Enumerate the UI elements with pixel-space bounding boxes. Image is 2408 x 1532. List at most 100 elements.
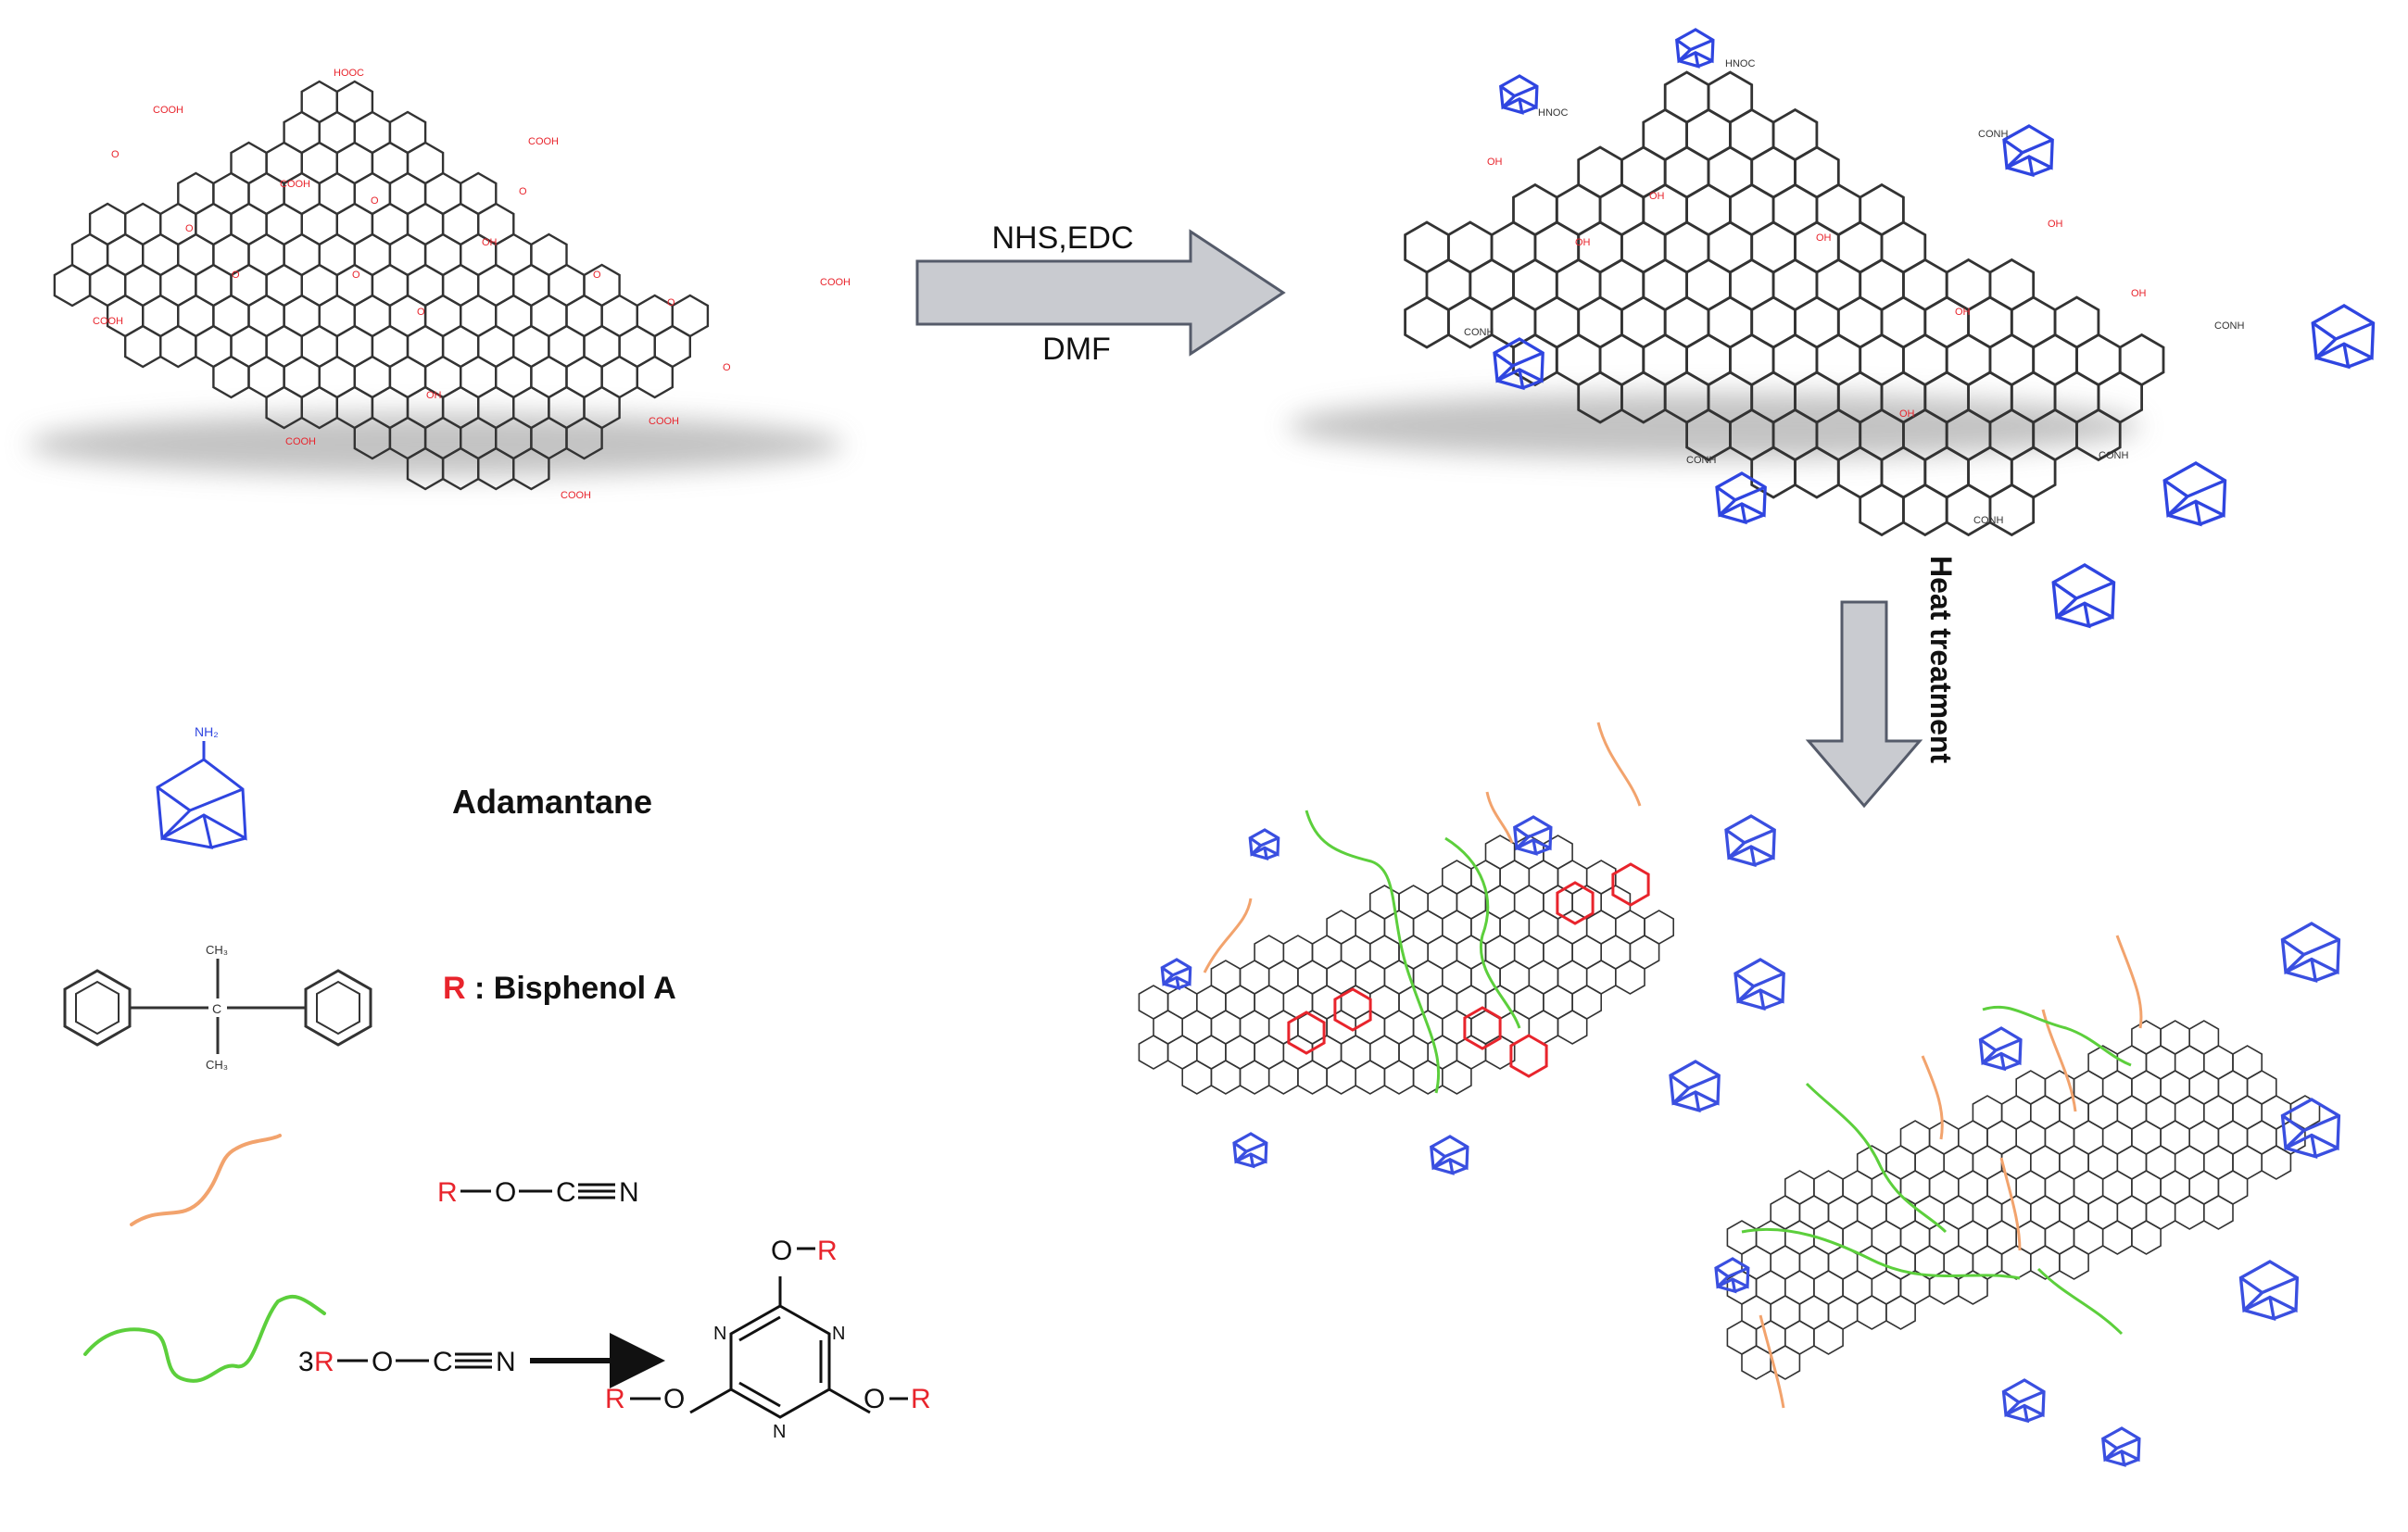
legend-adamantane-structure bbox=[156, 741, 247, 849]
amide-sheet-hydroxyl: OH bbox=[2048, 219, 2063, 230]
cured-composite-sheet-right bbox=[1726, 1020, 2321, 1380]
composite-left-hexagon bbox=[1239, 1060, 1270, 1095]
triazine-ring-n2: N bbox=[832, 1324, 845, 1344]
amide-sheet-hexagon bbox=[1988, 483, 2036, 537]
legend-bpa-ch3-top: CH₃ bbox=[206, 943, 228, 957]
legend-cyanate-formula: R O C N bbox=[437, 1177, 639, 1208]
adamantane-group bbox=[1734, 958, 1785, 1011]
legend-cyanate-o: O bbox=[495, 1177, 516, 1208]
triazine-right-r: R bbox=[911, 1384, 931, 1414]
composite-left-hexagon bbox=[1442, 1060, 1472, 1095]
go-sheet-hexagon bbox=[512, 446, 550, 491]
arrow-reagent-top: NHS,EDC bbox=[991, 220, 1133, 256]
amide-sheet-hexagon bbox=[1404, 295, 1450, 349]
composite-right-hexagon bbox=[2059, 1245, 2089, 1280]
legend-trimer-c: C bbox=[433, 1347, 453, 1377]
reaction-arrow-right: NHS,EDC DMF bbox=[915, 220, 1286, 367]
adamantane-group bbox=[1499, 74, 1539, 115]
composite-right-hexagon bbox=[2101, 1220, 2133, 1255]
adamantane-group bbox=[2311, 304, 2376, 370]
amide-link-label: CONH bbox=[2214, 320, 2244, 332]
adamantane-group bbox=[1493, 337, 1544, 391]
triazine-top-o: O bbox=[771, 1236, 792, 1266]
adamantane-group bbox=[1714, 1257, 1750, 1294]
cyanate-chain bbox=[1203, 898, 1253, 973]
adamantane-group bbox=[1248, 828, 1280, 861]
bisphenol-ring bbox=[1333, 987, 1372, 1032]
legend-trimer-o: O bbox=[372, 1347, 393, 1377]
go-epoxy-oxygen: O bbox=[232, 270, 240, 281]
go-functional-group: COOH bbox=[528, 136, 559, 147]
composite-left-hexagon bbox=[1210, 1060, 1242, 1095]
adamantane-group bbox=[2002, 124, 2054, 178]
adamantane-group bbox=[1669, 1060, 1721, 1113]
go-functional-group: COOH bbox=[93, 316, 123, 327]
legend-bisphenol-structure bbox=[63, 959, 372, 1054]
go-functional-group: OH bbox=[482, 237, 498, 248]
legend-cyanate-c: C bbox=[556, 1177, 576, 1208]
bisphenol-ring bbox=[1509, 1034, 1548, 1078]
triazine-ring-n3: N bbox=[773, 1422, 786, 1442]
go-epoxy-oxygen: O bbox=[417, 307, 425, 318]
legend-bisphenol-text: : Bisphenol A bbox=[466, 971, 676, 1006]
legend-bisphenol-r: R bbox=[443, 971, 466, 1006]
composite-right-hexagon bbox=[2174, 1195, 2205, 1230]
go-functional-group: COOH bbox=[649, 416, 679, 427]
triazine-chain bbox=[1305, 810, 1441, 1094]
amide-sheet-hydroxyl: OH bbox=[1955, 307, 1971, 318]
composite-left-hexagon bbox=[1181, 1060, 1213, 1095]
legend-trimer-r: R bbox=[314, 1347, 334, 1377]
cyanate-chain bbox=[2115, 935, 2143, 1029]
legend-cyanate-chain bbox=[130, 1134, 282, 1226]
go-sheet-hexagon bbox=[565, 416, 603, 460]
composite-right-hexagon bbox=[1856, 1295, 1887, 1330]
cyanate-chain bbox=[1596, 722, 1642, 807]
adamantane-group bbox=[1232, 1132, 1268, 1169]
go-sheet-hexagon bbox=[53, 263, 92, 308]
go-functional-group: COOH bbox=[820, 277, 851, 288]
legend-cyanate-r: R bbox=[437, 1177, 458, 1208]
go-epoxy-oxygen: O bbox=[593, 270, 601, 281]
adamantane-group bbox=[2280, 1098, 2341, 1159]
adamantane-group bbox=[2001, 1378, 2046, 1424]
amide-link-label: CONH bbox=[1978, 129, 2008, 140]
go-functional-group: HOOC bbox=[334, 68, 364, 79]
amide-sheet-hydroxyl: OH bbox=[1575, 237, 1591, 248]
adamantane-group bbox=[2238, 1260, 2300, 1321]
heat-treatment-arrow: Heat treatment bbox=[1805, 556, 1958, 809]
go-functional-group: O bbox=[723, 362, 731, 373]
go-functional-group: COOH bbox=[285, 436, 316, 447]
bisphenol-ring bbox=[1463, 1006, 1502, 1050]
legend-bisphenol-label: R : Bisphenol A bbox=[443, 971, 676, 1006]
triazine-chain bbox=[1982, 1005, 2132, 1067]
legend-trimer-reactant: 3 R O C N bbox=[298, 1347, 516, 1377]
triazine-chain bbox=[1805, 1082, 1948, 1234]
adamantane-group bbox=[1160, 958, 1192, 991]
composite-left-hexagon bbox=[1615, 960, 1645, 995]
composite-right-hexagon bbox=[1958, 1270, 1988, 1305]
legend-bpa-c: C bbox=[212, 1001, 221, 1016]
amide-link-label: CONH bbox=[1686, 455, 1716, 466]
amide-sheet-shadow bbox=[1288, 393, 2140, 459]
amide-sheet-hydroxyl: OH bbox=[1899, 408, 1915, 420]
legend-trimer-n: N bbox=[496, 1347, 516, 1377]
adamantane-group bbox=[2051, 563, 2116, 629]
bisphenol-ring bbox=[1287, 1011, 1326, 1055]
adamantane-group bbox=[2162, 461, 2227, 527]
adamantane-group bbox=[2101, 1426, 2141, 1467]
bisphenol-ring bbox=[1556, 881, 1595, 925]
composite-right-hexagon bbox=[1813, 1320, 1844, 1355]
amide-link-label: CONH bbox=[1464, 327, 1494, 338]
adamantane-group bbox=[1675, 28, 1715, 69]
composite-left-hexagon bbox=[1138, 1035, 1169, 1070]
adamantane-group bbox=[1715, 471, 1767, 525]
amide-sheet-hydroxyl: OH bbox=[2131, 288, 2147, 299]
amide-sheet-hexagon bbox=[2075, 408, 2122, 462]
composite-right-hexagon bbox=[2261, 1145, 2292, 1180]
composite-left-hexagon bbox=[1355, 1060, 1386, 1095]
legend-cyanate-n: N bbox=[619, 1177, 639, 1208]
amide-link-label: HNOC bbox=[1725, 58, 1755, 69]
triazine-left-o: O bbox=[663, 1384, 685, 1414]
